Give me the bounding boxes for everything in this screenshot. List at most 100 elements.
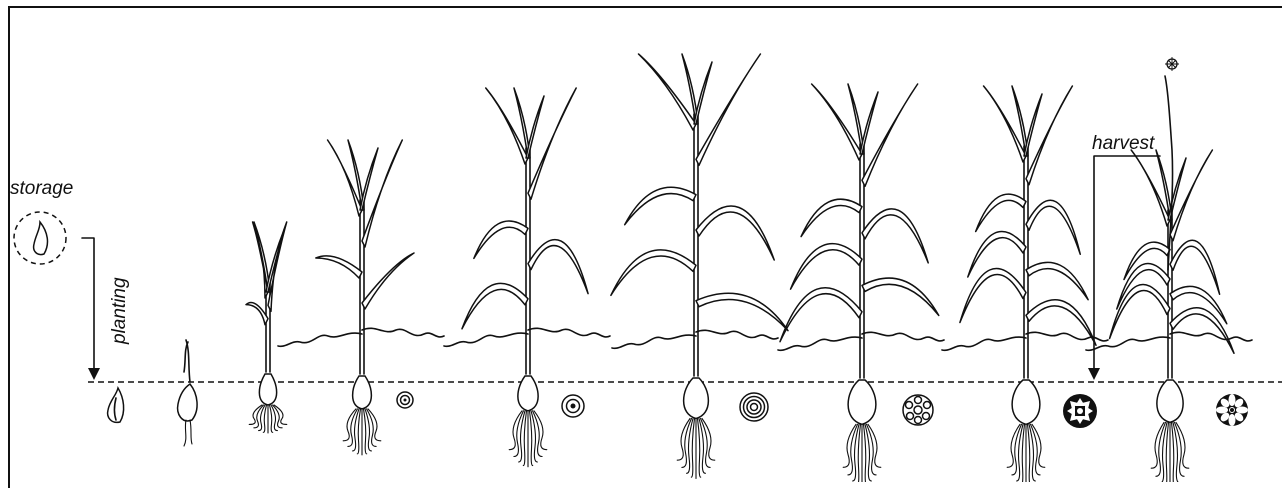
root — [698, 417, 706, 474]
root — [528, 410, 534, 467]
leaf — [982, 85, 1027, 163]
leaf — [861, 277, 940, 317]
leaf — [974, 193, 1027, 233]
leaf — [1169, 149, 1214, 242]
harvest-label: harvest — [1092, 133, 1155, 154]
harvest-arrow-line — [1093, 155, 1161, 373]
cross-section-6 — [1216, 394, 1248, 426]
leaf — [847, 83, 865, 155]
storage-circle — [13, 211, 67, 265]
root — [1006, 423, 1021, 468]
plant-stage-3 — [245, 221, 288, 434]
leaf — [1167, 157, 1187, 221]
root — [1172, 421, 1179, 482]
root — [522, 410, 528, 467]
withered-leaf — [443, 332, 529, 348]
planting-label: planting — [109, 277, 130, 345]
leaf — [527, 87, 577, 200]
withered-leaf — [1169, 331, 1253, 342]
cross-section-2 — [561, 394, 585, 418]
leaf — [1025, 299, 1097, 346]
figure-frame — [8, 6, 1282, 488]
root — [270, 404, 278, 432]
plant-stage-5 — [443, 87, 611, 468]
leaf — [513, 87, 531, 159]
root — [862, 423, 867, 482]
leaf — [861, 83, 919, 188]
root — [864, 423, 872, 482]
root — [362, 408, 368, 455]
plants-layer — [245, 53, 1253, 482]
leaf — [1025, 85, 1074, 186]
root — [865, 423, 877, 476]
root — [1165, 421, 1170, 482]
root — [518, 410, 526, 463]
withered-leaf — [527, 327, 611, 338]
planting-arrow: planting — [81, 237, 130, 380]
stage-sprouting — [176, 339, 198, 447]
leaf — [347, 139, 365, 211]
root — [857, 423, 862, 482]
cross-section-5 — [1063, 394, 1097, 428]
root — [1031, 423, 1046, 468]
root — [1028, 423, 1036, 482]
root — [531, 410, 543, 458]
root — [699, 417, 711, 469]
root — [365, 408, 377, 447]
leaf — [461, 282, 529, 330]
leaf — [810, 83, 863, 161]
root — [1170, 421, 1175, 482]
root — [513, 410, 525, 458]
leaf — [1025, 199, 1081, 255]
bulb-icon — [682, 377, 710, 420]
storage-label: storage — [10, 178, 73, 199]
leaf — [245, 301, 269, 326]
leaf — [967, 230, 1027, 278]
bulb-icon — [847, 379, 877, 426]
bulb-icon — [351, 375, 373, 410]
root — [273, 404, 288, 425]
plant-stage-4 — [277, 139, 445, 456]
plant-stage-6 — [610, 53, 789, 480]
leaf — [326, 139, 363, 217]
leaf — [623, 186, 697, 226]
root — [686, 417, 694, 474]
harvest-arrow: harvest — [1088, 133, 1161, 380]
root — [533, 410, 548, 451]
leaf — [1116, 262, 1171, 310]
leaf — [525, 95, 545, 159]
root — [508, 410, 523, 451]
root — [696, 417, 702, 478]
leaf — [265, 229, 285, 293]
root — [676, 417, 691, 461]
root — [342, 408, 357, 442]
plant-stage-8 — [941, 85, 1109, 482]
leaf — [861, 208, 929, 264]
root — [681, 417, 693, 469]
withered-leaf — [1085, 336, 1171, 352]
plant-stage-7 — [777, 83, 945, 482]
root — [1011, 423, 1023, 476]
leaf — [267, 221, 288, 313]
leaf — [1011, 85, 1029, 157]
plant-stage-9 — [1085, 149, 1253, 482]
withered-leaf — [277, 332, 363, 348]
root — [262, 404, 268, 433]
leaf — [527, 238, 589, 295]
leaf — [361, 139, 404, 248]
storage-group: storage — [10, 178, 73, 265]
stored-clove-icon — [32, 219, 49, 256]
root — [352, 408, 360, 452]
withered-leaf — [695, 329, 779, 340]
root — [1029, 423, 1041, 476]
root — [847, 423, 859, 476]
bulb-icon — [1156, 379, 1184, 424]
leaf — [1169, 285, 1228, 325]
root — [690, 417, 696, 478]
root — [356, 408, 362, 455]
root — [1150, 421, 1165, 469]
root — [1016, 423, 1024, 482]
leaf — [1025, 261, 1089, 301]
leaf — [695, 292, 789, 332]
leaf — [610, 249, 697, 297]
